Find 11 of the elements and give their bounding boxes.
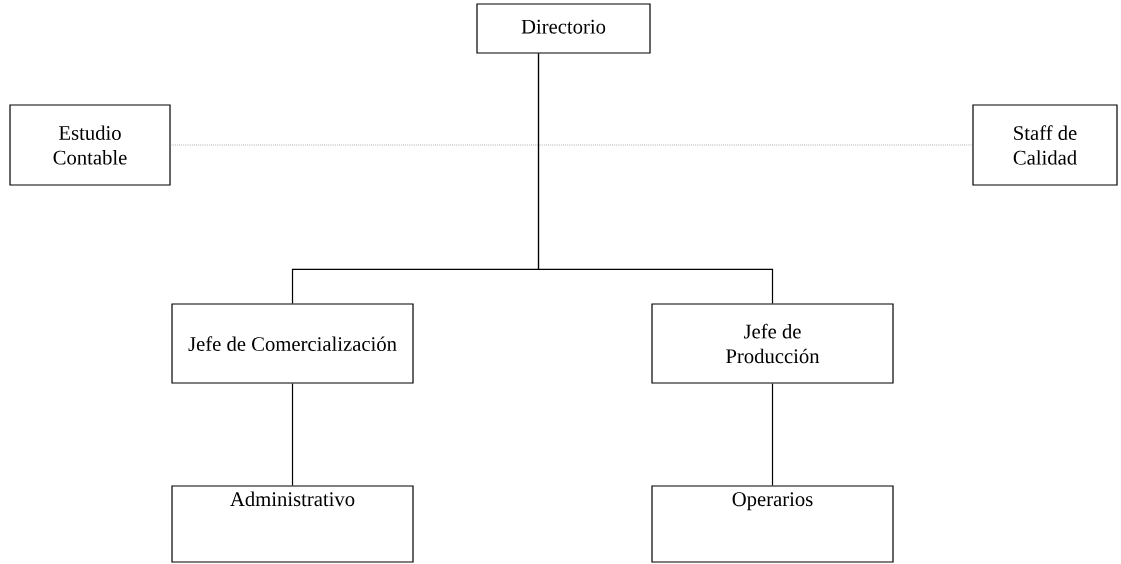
org-box: Estudio Contable xyxy=(9,104,171,186)
connector-line xyxy=(771,383,774,486)
org-box: Staff de Calidad xyxy=(972,104,1118,186)
org-box: Jefe de Comercialización xyxy=(171,303,414,384)
connector-line xyxy=(170,144,973,146)
org-box: Administrativo xyxy=(171,485,414,563)
org-box: Operarios xyxy=(651,485,894,563)
org-box: Directorio xyxy=(476,3,651,54)
connector-line xyxy=(291,383,294,486)
connector-line xyxy=(537,53,774,304)
org-box: Jefe de Producción xyxy=(651,303,894,384)
